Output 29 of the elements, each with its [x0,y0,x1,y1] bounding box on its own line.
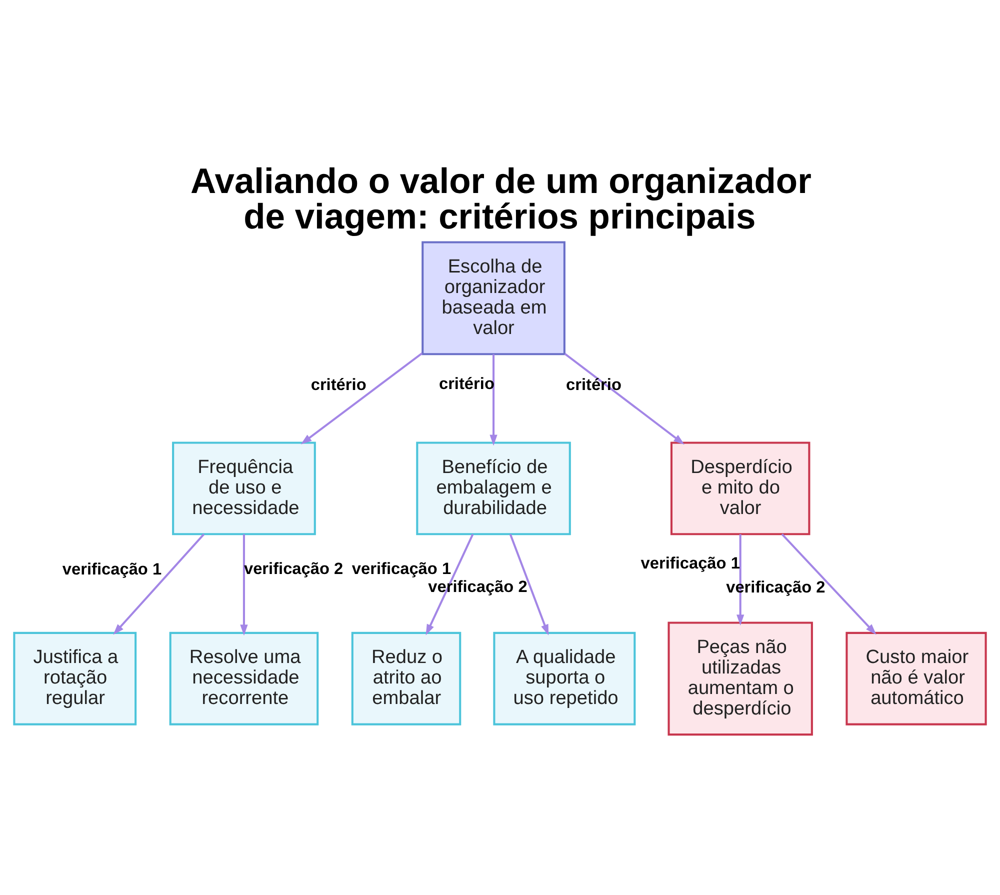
edge-label: verificação 1 [62,560,162,579]
edge-label: critério [566,376,622,394]
node-box: Peças não utilizadas aumentam o desperdício [668,622,813,736]
node-box: A qualidade suporta o uso repetido [493,632,636,726]
arrow [509,534,549,636]
arrow [426,534,474,636]
node-box: Reduz o atrito ao embalar [351,632,462,726]
arrow [781,534,876,635]
arrow [300,352,423,444]
node-box: Resolve uma necessidade recorrente [169,632,319,726]
edge-label: verificação 2 [428,578,528,596]
node-box: Benefício de embalagem e durabilidade [416,442,571,536]
node-box: Justifica a rotação regular [13,632,137,726]
edge-label: verificação 2 [726,578,826,596]
arrow [564,352,684,445]
node-box: Custo maior não é valor automático [846,632,987,726]
arrow [736,534,744,626]
node-box: Desperdício e mito do valor [670,442,810,536]
arrow [240,534,248,636]
node-box: Escolha de organizador baseada em valor [422,241,566,356]
node-box: Frequência de uso e necessidade [172,442,316,536]
edge-label: critério [438,374,494,393]
edge-label: verificação 1 [352,560,452,578]
edge-label: verificação 1 [640,554,740,573]
arrow [490,354,498,446]
edge-label: critério [310,376,366,394]
arrow [113,534,205,635]
edge-label: verificação 2 [244,560,344,578]
diagram-title: Avaliando o valor de um organizador de viagem: critérios principais [190,160,812,236]
